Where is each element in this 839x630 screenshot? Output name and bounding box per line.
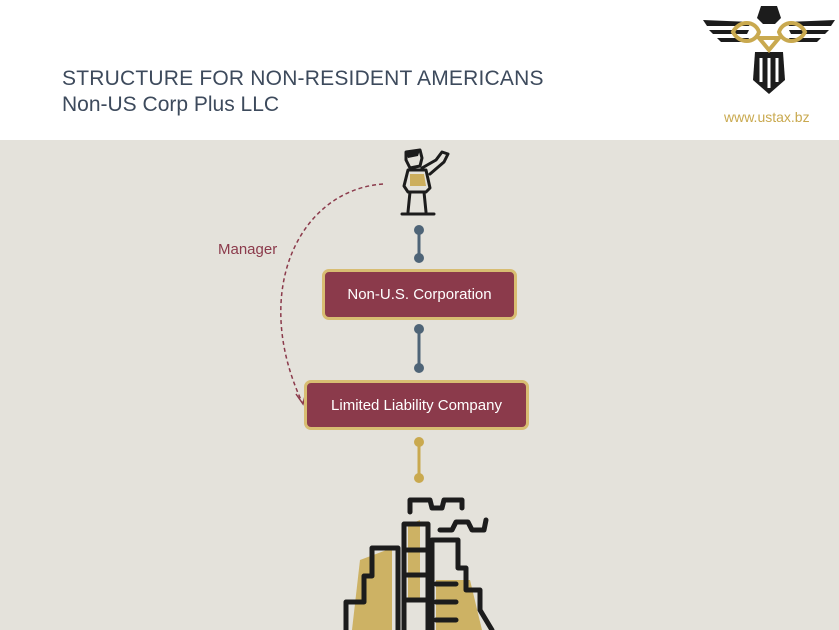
llc-box: Limited Liability Company [304,380,529,430]
connector-corporation-llc [414,324,424,373]
website-url[interactable]: www.ustax.bz [724,109,810,125]
page-subtitle: Non-US Corp Plus LLC [62,93,280,116]
llc-label: Limited Liability Company [331,396,502,414]
page-title: STRUCTURE FOR NON-RESIDENT AMERICANS [62,67,544,90]
eagle-logo-icon [703,6,835,94]
manager-label: Manager [218,241,278,258]
corporation-label: Non-U.S. Corporation [347,286,492,303]
connector-owner-corporation [414,225,424,263]
buildings-icon [343,497,495,630]
person-waving-icon [400,148,450,216]
corporation-box: Non-U.S. Corporation [322,269,517,320]
connector-llc-assets [414,437,424,483]
header: STRUCTURE FOR NON-RESIDENT AMERICANS Non… [0,0,839,140]
